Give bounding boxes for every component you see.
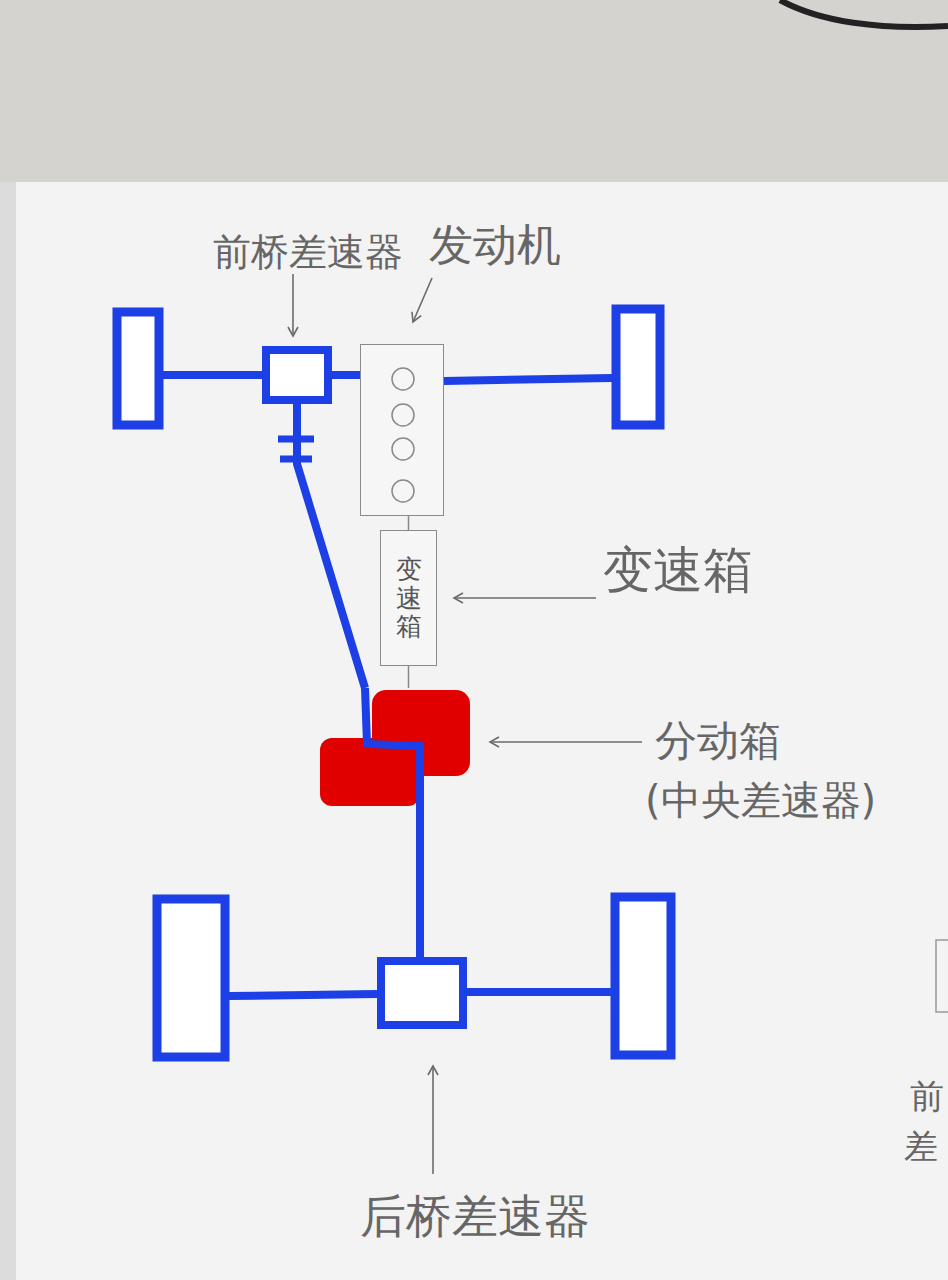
part-label: 分动箱 (655, 716, 781, 766)
cylinder (392, 404, 414, 426)
cable (780, 0, 948, 27)
drive-shaft (416, 806, 424, 957)
half-shaft (444, 378, 612, 381)
part-label: 后桥差速器 (360, 1189, 590, 1244)
paper-shadow (0, 182, 16, 1280)
transfer-case: 分动箱(中央差速器) (320, 688, 472, 806)
wheel (616, 309, 660, 425)
cylinder (392, 438, 414, 460)
inner-shaft (365, 688, 420, 806)
drive-shaft (408, 666, 410, 688)
leader-arrow (490, 741, 642, 743)
wheel (157, 899, 225, 1057)
engine-box: 发动机 (360, 344, 444, 516)
differential-box: 前桥差速器 (262, 346, 332, 404)
leader-arrow (454, 597, 596, 599)
half-shaft (163, 371, 262, 379)
paper-sheet (0, 182, 948, 1280)
wheel (117, 312, 159, 425)
part-label: (中央差速器) (645, 776, 876, 824)
part-label: 发动机 (429, 219, 561, 272)
part-label: 变速箱 (603, 540, 753, 600)
leader-arrow (292, 274, 294, 336)
drive-shaft (408, 516, 410, 530)
cylinder (392, 368, 414, 390)
transfer-case-shape (320, 688, 472, 806)
differential-box: 后桥差速器 (377, 957, 467, 1029)
gearbox-box: 变速箱 (380, 530, 437, 666)
leader-arrow (413, 278, 432, 322)
part-label: 差 (904, 1126, 938, 1167)
table-surface (0, 0, 948, 182)
wheel (615, 897, 671, 1055)
part-label: 前桥差速器 (213, 230, 403, 276)
box-text: 变速箱 (396, 555, 422, 641)
leader-arrow (432, 1066, 434, 1174)
half-shaft (229, 994, 377, 996)
engine-cylinders (361, 345, 443, 515)
part-label: 前 (910, 1076, 944, 1117)
half-shaft (467, 988, 611, 996)
partial-box (936, 940, 948, 1012)
drive-shaft (297, 404, 365, 688)
cylinder (392, 480, 414, 502)
drive-shaft (332, 371, 360, 379)
